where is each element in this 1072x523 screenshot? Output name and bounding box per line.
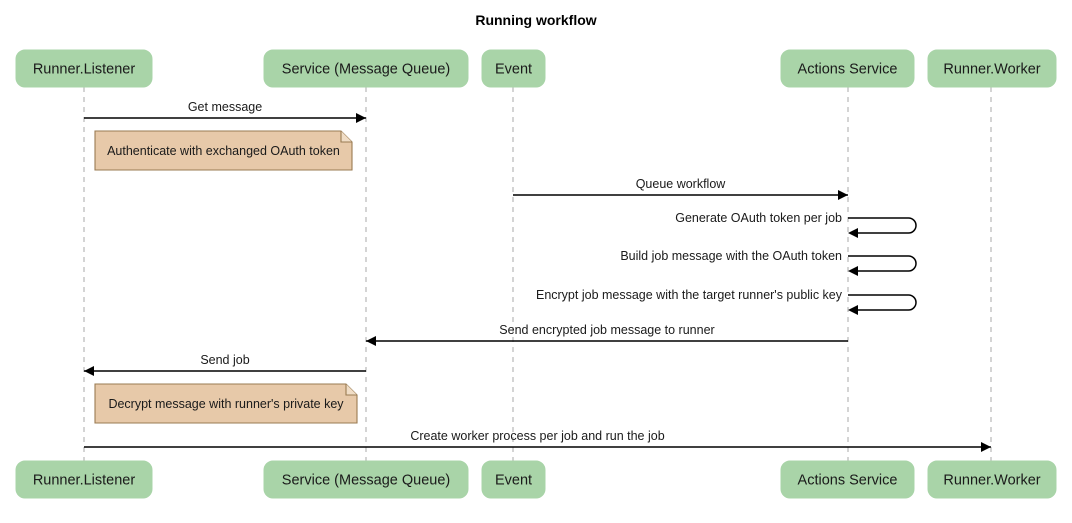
participant-event-header[interactable]: Event: [481, 49, 546, 88]
participants-header-group: Runner.Listener Service (Message Queue) Ev…: [15, 49, 1057, 88]
message-send-encrypted-job-message[interactable]: Send encrypted job message to runner: [366, 323, 848, 346]
participant-box: [927, 49, 1057, 88]
note-fold-corner-icon: [345, 384, 357, 396]
participant-box: [15, 49, 153, 88]
participant-box: [263, 49, 469, 88]
message-self-loop-path: [848, 294, 917, 311]
message-label: Queue workflow: [636, 177, 727, 191]
participant-label: Runner.Listener: [33, 61, 136, 77]
participant-label: Actions Service: [798, 472, 898, 488]
message-label: Create worker process per job and run th…: [410, 429, 664, 443]
message-arrowhead: [848, 228, 858, 238]
participant-box: [263, 460, 469, 499]
message-self-loop-path: [848, 255, 917, 272]
message-arrowhead: [981, 442, 991, 452]
message-label: Get message: [188, 100, 262, 114]
participant-service-message-queue-footer[interactable]: Service (Message Queue): [263, 460, 469, 499]
message-label: Send job: [200, 353, 249, 367]
participant-label: Event: [495, 61, 532, 77]
participant-box: [780, 49, 915, 88]
participant-label: Runner.Worker: [943, 472, 1040, 488]
participant-runner-listener-footer[interactable]: Runner.Listener: [15, 460, 153, 499]
participant-runner-listener-header[interactable]: Runner.Listener: [15, 49, 153, 88]
diagram-title: Running workflow: [475, 12, 596, 28]
message-arrowhead: [848, 305, 858, 315]
participant-box: [780, 460, 915, 499]
participant-label: Event: [495, 472, 532, 488]
message-arrowhead: [848, 266, 858, 276]
note-text: Authenticate with exchanged OAuth token: [107, 144, 340, 158]
message-encrypt-job-message[interactable]: Encrypt job message with the target runn…: [536, 288, 917, 315]
message-get-message[interactable]: Get message: [84, 100, 366, 123]
message-label: Build job message with the OAuth token: [620, 249, 842, 263]
participant-label: Service (Message Queue): [282, 61, 450, 77]
lifelines-group: [83, 87, 992, 461]
message-arrowhead: [366, 336, 376, 346]
message-build-job-message[interactable]: Build job message with the OAuth token: [620, 249, 917, 276]
participant-actions-service-footer[interactable]: Actions Service: [780, 460, 915, 499]
participant-runner-worker-footer[interactable]: Runner.Worker: [927, 460, 1057, 499]
note-body: [94, 383, 358, 424]
participant-label: Runner.Listener: [33, 472, 136, 488]
participant-event-footer[interactable]: Event: [481, 460, 546, 499]
message-queue-workflow[interactable]: Queue workflow: [513, 177, 848, 200]
participant-label: Actions Service: [798, 61, 898, 77]
message-arrowhead: [84, 366, 94, 376]
message-arrowhead: [356, 113, 366, 123]
participant-box: [927, 460, 1057, 499]
message-label: Send encrypted job message to runner: [499, 323, 714, 337]
message-create-worker-process[interactable]: Create worker process per job and run th…: [84, 429, 991, 452]
participant-box: [481, 460, 546, 499]
participants-footer-group: Runner.Listener Service (Message Queue) Ev…: [15, 460, 1057, 499]
participant-actions-service-header[interactable]: Actions Service: [780, 49, 915, 88]
message-label: Generate OAuth token per job: [675, 211, 842, 225]
participant-box: [481, 49, 546, 88]
participant-label: Runner.Worker: [943, 61, 1040, 77]
notes-group: Authenticate with exchanged OAuth tokenD…: [94, 130, 358, 424]
participant-label: Service (Message Queue): [282, 472, 450, 488]
participant-runner-worker-header[interactable]: Runner.Worker: [927, 49, 1057, 88]
note-decrypt-note[interactable]: Decrypt message with runner's private ke…: [94, 383, 358, 424]
message-generate-oauth-token-per-job[interactable]: Generate OAuth token per job: [675, 211, 917, 238]
participant-box: [15, 460, 153, 499]
participant-service-message-queue-header[interactable]: Service (Message Queue): [263, 49, 469, 88]
note-text: Decrypt message with runner's private ke…: [108, 397, 344, 411]
message-send-job[interactable]: Send job: [84, 353, 366, 376]
message-label: Encrypt job message with the target runn…: [536, 288, 843, 302]
note-body: [94, 130, 353, 171]
message-arrowhead: [838, 190, 848, 200]
note-authenticate-note[interactable]: Authenticate with exchanged OAuth token: [94, 130, 353, 171]
note-fold-corner-icon: [340, 131, 352, 143]
message-self-loop-path: [848, 217, 917, 234]
